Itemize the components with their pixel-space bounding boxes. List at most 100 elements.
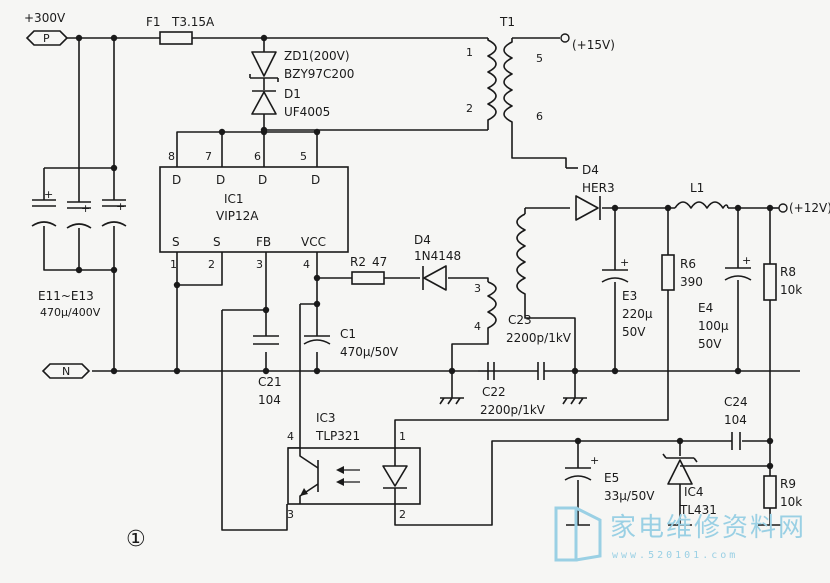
inductor-l1: L1	[674, 181, 729, 209]
diode-d4-1n4148: D4 1N4148	[414, 233, 461, 291]
zd1-part: BZY97C200	[284, 67, 354, 81]
ic3-name: IC3	[316, 411, 336, 425]
c1-value: 470μ/50V	[340, 345, 399, 359]
svg-text:+: +	[590, 454, 599, 467]
ic3-pin-1: 1	[399, 430, 406, 443]
output-12v-terminal: (+12V)	[778, 201, 830, 215]
r6-value: 390	[680, 275, 703, 289]
capacitor-c21: C21 104	[253, 335, 282, 407]
e4-name: E4	[698, 301, 713, 315]
e4-value1: 100μ	[698, 319, 729, 333]
out15-label: (+15V)	[572, 38, 615, 52]
ic1-fb-label: FB	[256, 235, 271, 249]
r9-value: 10k	[780, 495, 802, 509]
ic3-pin-3: 3	[287, 508, 294, 521]
ic4-name: IC4	[684, 485, 704, 499]
e5-name: E5	[604, 471, 619, 485]
e11-e13-value: 470μ/400V	[40, 306, 101, 319]
svg-text:+: +	[116, 200, 125, 213]
ic4-part: TL431	[679, 503, 717, 517]
zd1-name: ZD1(200V)	[284, 49, 350, 63]
f1-name: F1	[146, 15, 161, 29]
e4-value2: 50V	[698, 337, 722, 351]
r6-name: R6	[680, 257, 696, 271]
ic1-pin-2: 2	[208, 258, 215, 271]
capacitors-e11-e13: + + + E11~E13 470μ/400V	[31, 188, 127, 319]
d4-small-name: D4	[414, 233, 431, 247]
output-15v-terminal: (+15V)	[560, 33, 615, 52]
e3-value1: 220μ	[622, 307, 653, 321]
svg-text:+: +	[620, 256, 629, 269]
c22-value: 2200p/1kV	[480, 403, 546, 417]
svg-text:+: +	[44, 188, 53, 201]
ic1-s1-label: S	[172, 235, 180, 249]
svg-text:+: +	[81, 202, 90, 215]
c23-value: 2200p/1kV	[506, 331, 572, 345]
e3-value2: 50V	[622, 325, 646, 339]
watermark-url: www.520101.com	[612, 550, 738, 561]
terminal-n-label: N	[62, 365, 70, 378]
watermark: 家电维修资料网 www.520101.com	[554, 506, 806, 562]
ic1-part: VIP12A	[216, 209, 259, 223]
capacitor-e5: + E5 33μ/50V	[564, 454, 655, 503]
t1-pin-3: 3	[474, 282, 481, 295]
ic3-part: TLP321	[315, 429, 360, 443]
r9-name: R9	[780, 477, 796, 491]
capacitor-c23: C23 2200p/1kV	[506, 313, 572, 380]
c21-value: 104	[258, 393, 281, 407]
shunt-regulator-ic4: IC4 TL431	[662, 453, 717, 517]
t1-pin-6: 6	[536, 110, 543, 123]
d1-part: UF4005	[284, 105, 330, 119]
ic1-name: IC1	[224, 192, 244, 206]
ic1-pin-5: 5	[300, 150, 307, 163]
r2-name: R2	[350, 255, 366, 269]
c1-name: C1	[340, 327, 356, 341]
resistor-r8: R8 10k	[763, 263, 802, 301]
capacitor-e4: + E4 100μ 50V	[698, 254, 752, 351]
e11-e13-name: E11~E13	[38, 289, 94, 303]
e5-value: 33μ/50V	[604, 489, 655, 503]
figure-number: ①	[126, 527, 146, 552]
f1-value: T3.15A	[171, 15, 215, 29]
watermark-text: 家电维修资料网	[610, 513, 806, 543]
ic1-pin-7: 7	[205, 150, 212, 163]
c24-value: 104	[724, 413, 747, 427]
c24-name: C24	[724, 395, 748, 409]
diode-d1: D1 UF4005	[251, 87, 330, 119]
ic1-d4-label: D	[311, 173, 320, 187]
resistor-r9: R9 10k	[763, 475, 802, 509]
ic1-vcc-label: VCC	[301, 235, 326, 249]
ic1-pin-3: 3	[256, 258, 263, 271]
ic1-s2-label: S	[213, 235, 221, 249]
d4-out-part: HER3	[582, 181, 615, 195]
capacitor-c24: C24 104	[724, 395, 748, 450]
ic1-vip12a: 8 7 6 5 D D D D IC1 VIP12A S S FB VCC 1 …	[159, 150, 349, 271]
d4-small-part: 1N4148	[414, 249, 461, 263]
t1-pin-2: 2	[466, 102, 473, 115]
fuse-f1: F1 T3.15A	[146, 15, 215, 45]
c23-name: C23	[508, 313, 532, 327]
ic1-pin-1: 1	[170, 258, 177, 271]
ic1-d2-label: D	[216, 173, 225, 187]
r2-value: 47	[372, 255, 387, 269]
capacitor-e3: + E3 220μ 50V	[601, 256, 653, 339]
d1-name: D1	[284, 87, 301, 101]
ic1-d3-label: D	[258, 173, 267, 187]
diode-d4-her3: D4 HER3	[575, 163, 615, 221]
ic1-pin-4: 4	[303, 258, 310, 271]
ic1-pin-6: 6	[254, 150, 261, 163]
terminal-p: P	[25, 30, 69, 46]
capacitor-c22: C22 2200p/1kV	[478, 362, 546, 417]
terminal-n: N	[41, 363, 91, 379]
svg-text:+: +	[742, 254, 751, 267]
ic3-pin-2: 2	[399, 508, 406, 521]
capacitor-c1: C1 470μ/50V	[303, 327, 399, 359]
optocoupler-ic3: IC3 TLP321 4 1 3 2	[287, 411, 421, 521]
terminal-p-label: P	[43, 32, 50, 45]
ground-symbols	[439, 167, 782, 526]
d4-out-name: D4	[582, 163, 599, 177]
resistor-r2: R2 47	[350, 255, 387, 285]
c22-name: C22	[482, 385, 506, 399]
plus300v-label: +300V	[24, 11, 66, 25]
e3-name: E3	[622, 289, 637, 303]
